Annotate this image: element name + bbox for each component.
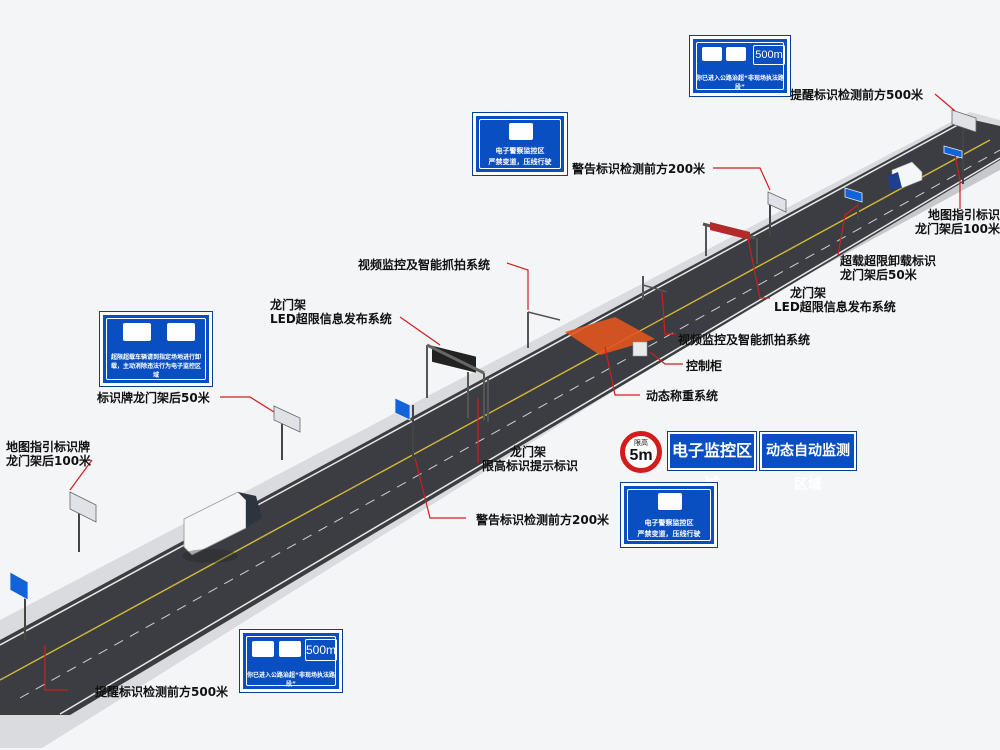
label-map-left-1: 地图指引标识牌 [6, 440, 91, 454]
police-line2: 严禁变道，压线行驶 [488, 158, 552, 166]
label-weighing: 动态称重系统 [646, 389, 719, 403]
truck-near [182, 491, 262, 563]
camera-pole-left [527, 311, 561, 348]
electronic-zone-sign: 电子监控区域 [668, 432, 756, 494]
label-gantry-led-left-2: LED超限信息发布系统 [270, 312, 392, 326]
truck-icon [702, 47, 722, 61]
sign-post-warning-left [394, 397, 414, 458]
road-edge-line [0, 120, 966, 646]
gantry-led-left [426, 343, 485, 420]
sign-post-reminder-right [951, 109, 977, 184]
police-line2: 严禁变道，压线行驶 [637, 530, 701, 538]
sign-post-map-right [943, 145, 963, 159]
overload-sign: 超限超载车辆请到指定场地进行卸载，主动消除违法行为电子监控区域 [100, 312, 212, 386]
label-reminder-top: 提醒标识检测前方500米 [790, 88, 924, 102]
police-line1: 电子警察监控区 [495, 147, 545, 155]
control-cabinet [632, 341, 648, 357]
label-map-right-1: 地图指引标识 [927, 208, 1000, 222]
sign-post-gantry-50m [273, 405, 301, 460]
label-height-limit-2: 限高标识提示标识 [482, 459, 579, 473]
label-height-limit-1: 龙门架 [510, 445, 547, 459]
dynamic-zone-sign: 动态自动监测区域 [760, 432, 856, 493]
label-control-cabinet: 控制柜 [686, 359, 723, 373]
truck-icon [123, 323, 151, 341]
weigh-pad [565, 317, 655, 355]
camera-pole-right [642, 276, 668, 300]
reminder-text: 你已进入公路治超“非现场执法路段” [696, 75, 784, 91]
label-reminder-bottom: 提醒标识检测前方500米 [95, 685, 229, 699]
road-surface [0, 118, 1000, 715]
camera-icon [167, 323, 195, 341]
label-warning-bottom: 警告标识检测前方200米 [476, 513, 610, 527]
road-edge-line-2 [59, 157, 1000, 715]
sign-post-map-left [69, 491, 97, 552]
police-sign-top: 电子警察监控区 严禁变道，压线行驶 [473, 113, 567, 175]
reminder-sign-top: 500m 你已进入公路治超“非现场执法路段” [690, 36, 790, 96]
overload-text: 超限超载车辆请到指定场地进行卸载，主动消除违法行为电子监控区域 [110, 354, 201, 379]
truck-far [888, 161, 923, 190]
camera-icon [509, 123, 533, 140]
label-warning-top: 警告标识检测前方200米 [572, 162, 706, 176]
label-map-left-2: 龙门架后100米 [6, 454, 92, 468]
camera-icon [279, 641, 301, 657]
sign-post-overload [844, 187, 863, 220]
road-lane-line [19, 149, 1000, 699]
label-overload-2: 龙门架后50米 [840, 268, 917, 282]
reminder-distance: 500m [305, 639, 337, 661]
camera-icon [658, 493, 682, 510]
callout-lines [44, 93, 961, 691]
label-gantry-led-right-1: 龙门架 [790, 286, 827, 300]
label-video-right: 视频监控及智能抓拍系统 [678, 333, 811, 347]
gantry-height-limit [467, 372, 489, 422]
gantry-led-right [702, 222, 758, 264]
police-line1: 电子警察监控区 [644, 519, 694, 527]
label-map-right-2: 龙门架后100米 [914, 222, 1000, 236]
label-gantry-led-left-1: 龙门架 [270, 298, 307, 312]
road-center-line [0, 139, 991, 681]
reminder-sign-bottom: 500m 你已进入公路治超“非现场执法路段” [240, 630, 342, 692]
police-sign-bottom: 电子警察监控区 严禁变道，压线行驶 [621, 483, 717, 547]
sign-post-reminder-left [9, 571, 29, 640]
label-sign-gantry-50m: 标识牌龙门架后50米 [97, 391, 210, 405]
truck-icon [252, 641, 274, 657]
height-limit-caption: 限高 [634, 439, 648, 447]
label-overload-1: 超载超限卸载标识 [840, 254, 937, 268]
reminder-text: 你已进入公路治超“非现场执法路段” [247, 672, 335, 688]
label-video-left: 视频监控及智能抓拍系统 [358, 258, 491, 272]
sign-post-warning-right [767, 191, 787, 236]
reminder-distance: 500m [753, 45, 785, 65]
label-gantry-led-right-2: LED超限信息发布系统 [774, 300, 896, 314]
height-limit-sign: 限高 5m [620, 431, 662, 473]
height-limit-value: 5m [629, 447, 653, 464]
camera-icon [726, 47, 746, 61]
